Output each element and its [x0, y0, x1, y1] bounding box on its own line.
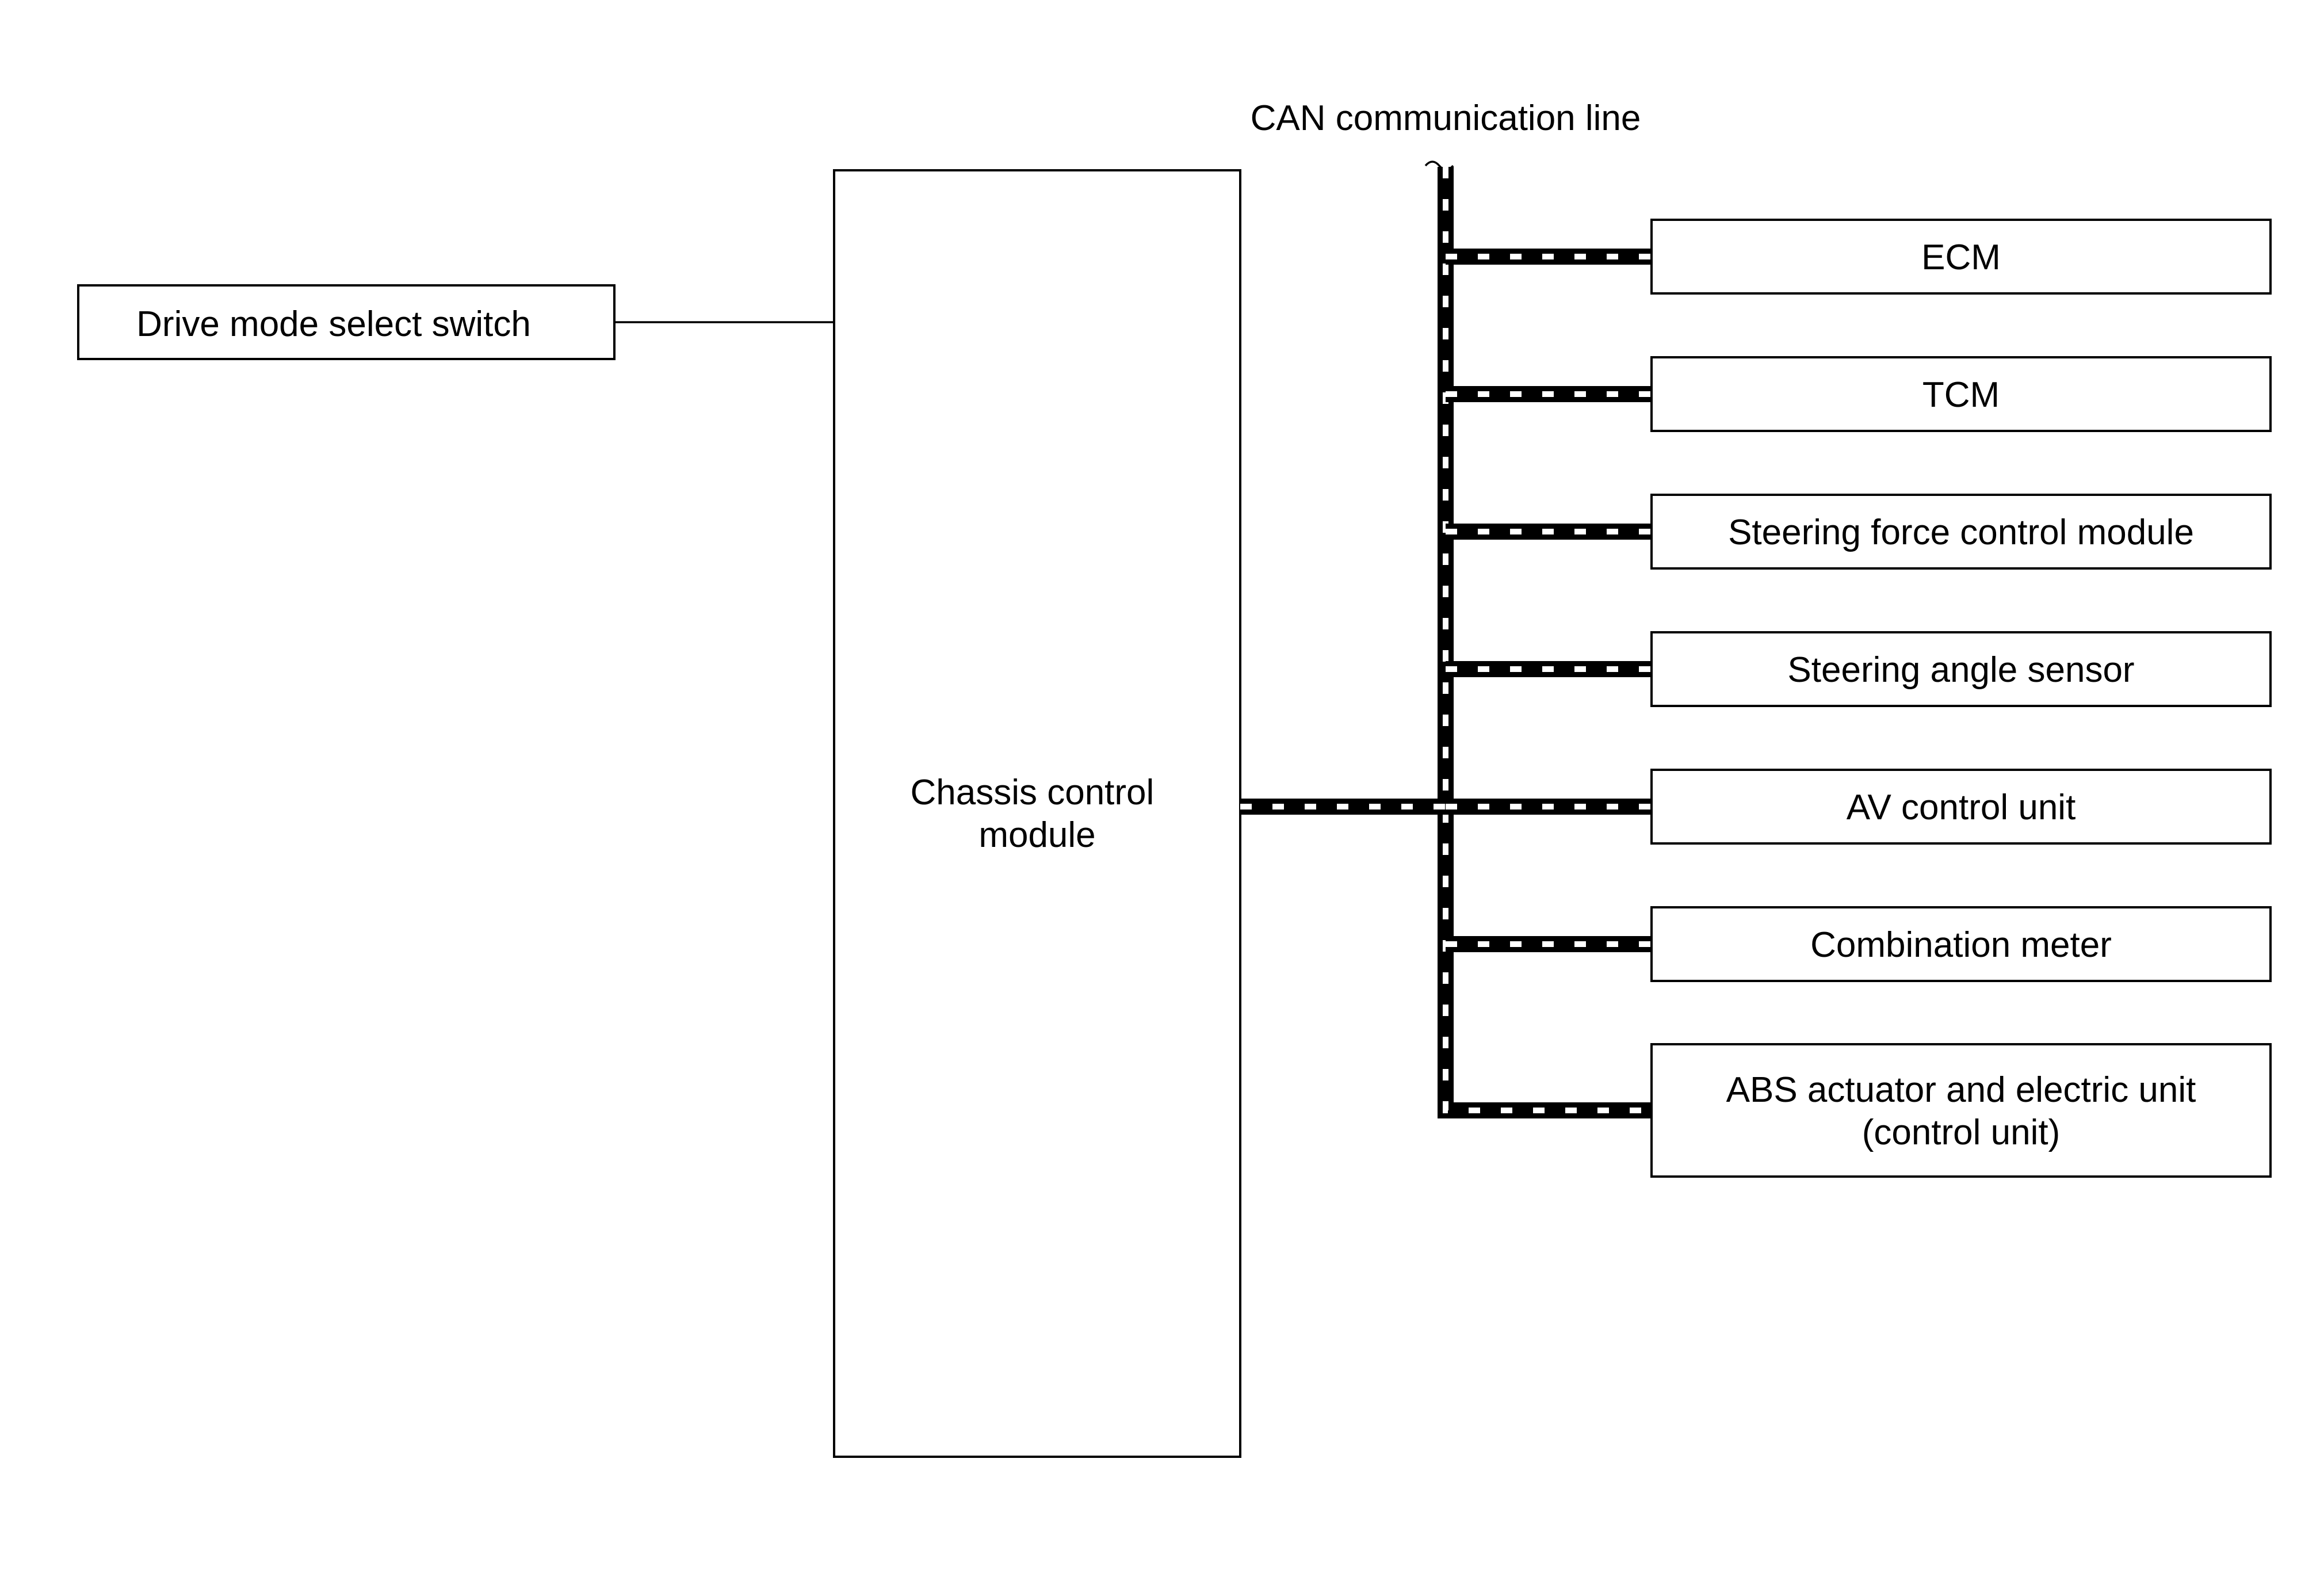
unit-combination-meter-box — [1650, 906, 2272, 982]
unit-av-control-label-line-1: AV control unit — [1847, 788, 2076, 827]
unit-combination-meter-label: Combination meter — [1810, 925, 2112, 965]
unit-tcm-box — [1650, 356, 2272, 432]
chassis-control-module-label-line-2: module — [978, 815, 1095, 855]
unit-combination-meter-label-line-1: Combination meter — [1810, 925, 2112, 965]
unit-steering-angle-label-line-1: Steering angle sensor — [1787, 650, 2134, 690]
chassis-control-module-label: Chassis control module — [910, 773, 1164, 855]
unit-abs-actuator-label-line-2: (control unit) — [1862, 1113, 2061, 1152]
unit-tcm-label-line-1: TCM — [1922, 375, 2000, 415]
unit-steering-angle-box — [1650, 631, 2272, 707]
unit-av-control: AV control unit — [1650, 769, 2272, 845]
drive-mode-select-switch-label: Drive mode select switch — [136, 304, 531, 344]
drive-mode-select-switch: Drive mode select switch — [77, 284, 616, 360]
unit-av-control-box — [1650, 769, 2272, 845]
can-bus-trunk-pattern — [1443, 167, 1652, 1113]
unit-steering-force-label: Steering force control module — [1728, 513, 2194, 552]
unit-steering-force-label-line-1: Steering force control module — [1728, 513, 2194, 552]
unit-ecm-label: ECM — [1921, 238, 2001, 277]
unit-ecm: ECM — [1650, 219, 2272, 295]
unit-combination-meter: Combination meter — [1650, 906, 2272, 982]
unit-tcm: TCM — [1650, 356, 2272, 432]
unit-steering-force: Steering force control module — [1650, 494, 2272, 570]
can-line-label: CAN communication line — [1251, 98, 1641, 138]
unit-tcm-label: TCM — [1922, 375, 2000, 415]
unit-abs-actuator-label: ABS actuator and electric unit(control u… — [1726, 1070, 2196, 1152]
chassis-control-module-label-line-1: Chassis control — [910, 773, 1154, 812]
unit-ecm-box — [1650, 219, 2272, 295]
can-bus-trunk-base — [1438, 167, 1652, 1118]
unit-steering-force-box — [1650, 494, 2272, 570]
unit-abs-actuator-label-line-1: ABS actuator and electric unit — [1726, 1070, 2196, 1110]
can-units: ECM TCM Steering force control moduleSteer… — [1650, 219, 2272, 1178]
unit-steering-angle-label: Steering angle sensor — [1787, 650, 2134, 690]
unit-abs-actuator-box — [1650, 1043, 2272, 1178]
can-bus-lines — [1240, 167, 1652, 1118]
unit-ecm-label-line-1: ECM — [1921, 238, 2001, 277]
unit-abs-actuator: ABS actuator and electric unit(control u… — [1650, 1043, 2272, 1178]
chassis-control-module: Chassis control module — [833, 169, 1241, 1458]
unit-av-control-label: AV control unit — [1847, 788, 2076, 827]
unit-steering-angle: Steering angle sensor — [1650, 631, 2272, 707]
